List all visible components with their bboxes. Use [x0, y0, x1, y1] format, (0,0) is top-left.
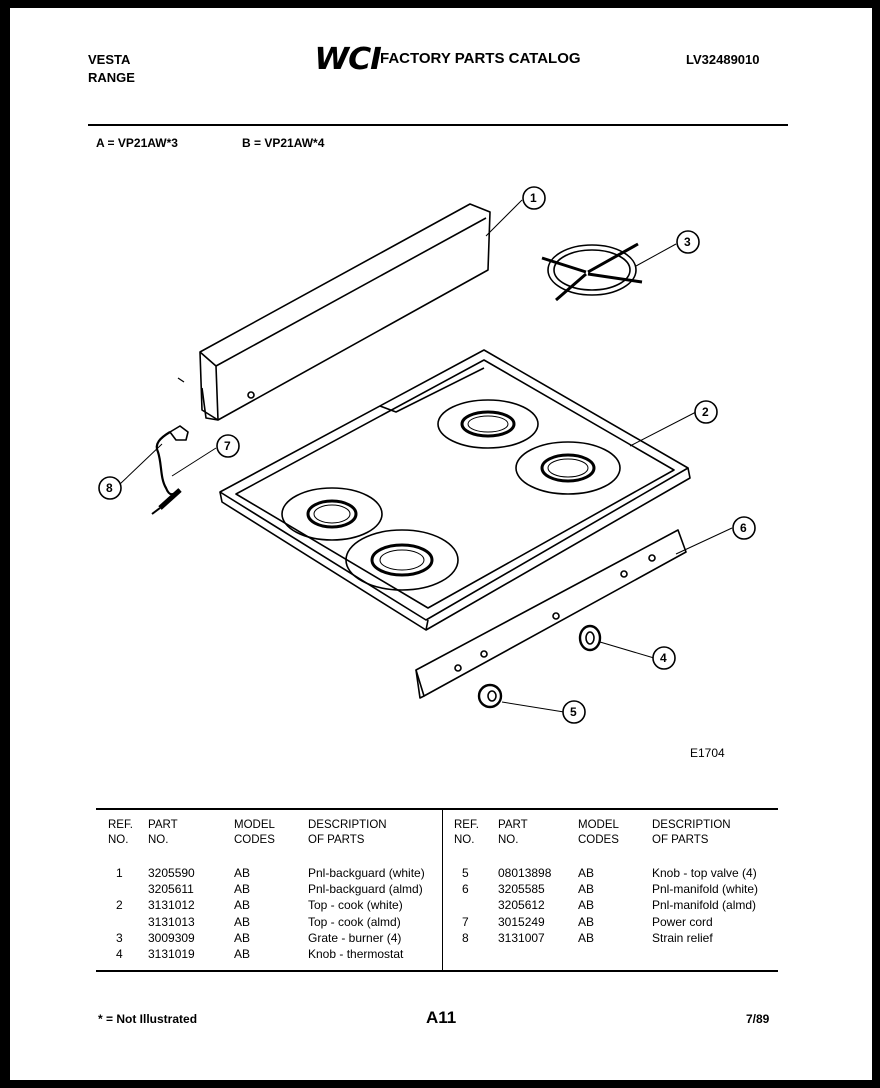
table-top-rule [96, 808, 778, 810]
cell-desc: Pnl-backguard (almd) [308, 882, 423, 897]
power-cord-drawing [151, 425, 189, 515]
cell-desc: Power cord [652, 914, 713, 929]
cell-codes: AB [234, 947, 251, 961]
cell-ref: 6 [462, 882, 469, 897]
header-codes-left: MODEL CODES [234, 819, 275, 846]
page-number: A11 [426, 1008, 457, 1027]
cell-part: 3009309 [148, 930, 195, 945]
svg-text:5: 5 [570, 705, 577, 719]
cell-ref: 1 [116, 866, 123, 880]
header-part-right: PART NO. [498, 819, 528, 846]
callout-6: 6 [732, 516, 756, 540]
cell-codes: AB [234, 930, 251, 945]
header-part-left: PART NO. [148, 819, 178, 846]
document-id: LV32489010 [686, 52, 760, 67]
cell-codes: AB [578, 930, 595, 945]
cell-desc: Strain relief [652, 930, 713, 945]
model-a-label: A = VP21AW*3 [96, 136, 178, 150]
callout-4: 4 [652, 646, 676, 670]
cell-ref: 7 [462, 914, 469, 929]
diagram-code: E1704 [690, 746, 725, 760]
header-desc-left: DESCRIPTION OF PARTS [308, 819, 387, 846]
cell-part: 3131012 [148, 898, 195, 913]
cooktop-drawing [219, 349, 691, 631]
cell-desc: Pnl-backguard (white) [308, 866, 425, 880]
svg-text:2: 2 [702, 405, 709, 419]
cell-desc: Knob - top valve (4) [652, 866, 757, 880]
cell-codes: AB [234, 882, 251, 897]
cell-desc: Pnl-manifold (almd) [652, 898, 757, 913]
cell-codes: AB [234, 914, 251, 929]
cell-desc: Top - cook (almd) [308, 914, 401, 929]
svg-text:7: 7 [224, 439, 231, 453]
header-codes-right: MODEL CODES [578, 819, 619, 846]
callout-7: 7 [216, 434, 240, 458]
manifold-panel-drawing [415, 529, 687, 699]
callout-3: 3 [676, 230, 700, 254]
cell-ref: 3 [116, 930, 123, 945]
document-date: 7/89 [746, 1012, 770, 1026]
brand-name: VESTA [88, 52, 131, 67]
cell-part: 3205585 [498, 882, 545, 897]
table-bottom-rule [96, 970, 778, 972]
footnote: * = Not Illustrated [98, 1012, 198, 1026]
header-divider [88, 124, 788, 126]
cell-part: 3205590 [148, 866, 195, 880]
header-desc-right: DESCRIPTION OF PARTS [652, 819, 731, 846]
svg-text:8: 8 [106, 481, 113, 495]
callout-5: 5 [562, 700, 586, 724]
callout-1: 1 [522, 186, 546, 210]
model-b-label: B = VP21AW*4 [242, 136, 325, 150]
cell-desc: Grate - burner (4) [308, 930, 402, 945]
cell-codes: AB [578, 866, 595, 880]
burner-grate-drawing [541, 242, 643, 302]
svg-text:6: 6 [740, 521, 747, 535]
cell-codes: AB [578, 882, 595, 897]
svg-text:3: 3 [684, 235, 691, 249]
cell-part: 3205611 [148, 882, 194, 897]
catalog-title: FACTORY PARTS CATALOG [380, 50, 581, 67]
cell-ref: 2 [116, 898, 123, 913]
cell-part: 3131013 [148, 914, 195, 929]
header-ref-left: REF. NO. [108, 819, 133, 846]
cell-part: 3131007 [498, 930, 545, 945]
svg-text:1: 1 [530, 191, 537, 205]
exploded-parts-diagram: 1 3 2 6 4 5 7 8 [98, 186, 756, 724]
svg-text:4: 4 [660, 651, 667, 665]
cell-ref: 8 [462, 930, 469, 945]
callout-8: 8 [98, 476, 122, 500]
cell-codes: AB [578, 898, 595, 913]
cell-part: 3131019 [148, 947, 195, 961]
catalog-page: VESTA RANGE WCI FACTORY PARTS CATALOG LV… [10, 8, 872, 1080]
cell-ref: 4 [116, 947, 123, 961]
thermostat-knob-drawing [578, 624, 602, 652]
cell-part: 08013898 [498, 866, 552, 880]
cell-part: 3205612 [498, 898, 545, 913]
cell-codes: AB [234, 898, 251, 913]
cell-desc: Top - cook (white) [308, 898, 403, 913]
callout-2: 2 [694, 400, 718, 424]
cell-desc: Pnl-manifold (white) [652, 882, 759, 897]
top-valve-knob-drawing [477, 683, 503, 709]
cell-desc: Knob - thermostat [308, 947, 404, 961]
product-type: RANGE [88, 70, 135, 85]
header-ref-right: REF. NO. [454, 819, 479, 846]
cell-ref: 5 [462, 866, 469, 880]
cell-codes: AB [578, 914, 595, 929]
table-center-divider [442, 808, 443, 970]
backguard-panel-drawing [177, 203, 491, 421]
cell-codes: AB [234, 866, 251, 880]
cell-part: 3015249 [498, 914, 545, 929]
wci-logo: WCI [314, 42, 382, 77]
